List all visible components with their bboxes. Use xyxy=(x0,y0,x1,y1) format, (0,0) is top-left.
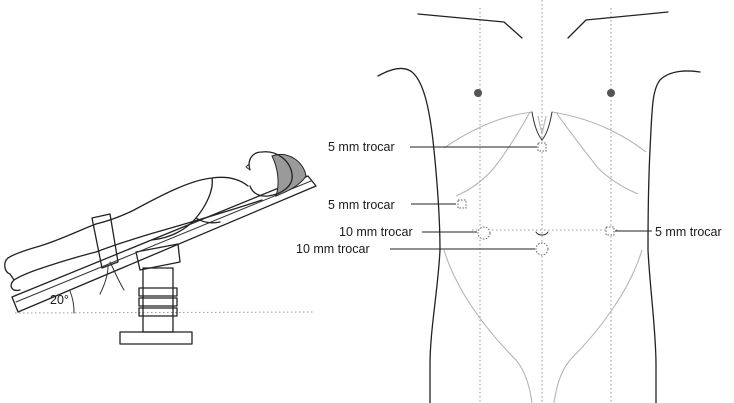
torso-right-outline xyxy=(647,70,701,403)
leg-strap-tail xyxy=(99,261,125,295)
floor-reference-line xyxy=(14,311,316,314)
table-base xyxy=(119,331,193,345)
tilt-angle-label: 20° xyxy=(50,293,69,307)
xiphoid xyxy=(531,111,553,141)
trocar-label-3: 10 mm trocar xyxy=(339,225,413,239)
trocar-port-right xyxy=(605,226,615,236)
trocar-label-1: 5 mm trocar xyxy=(328,140,395,154)
trocar-port-left-10mm xyxy=(477,226,491,240)
trocar-port-umbilical-10mm xyxy=(535,242,549,256)
patient-torso xyxy=(95,176,249,225)
table-column-top xyxy=(135,243,181,271)
xiphoid-shade xyxy=(537,115,547,135)
right-hip-line xyxy=(553,249,643,403)
patient-positioning-illustration: 20° xyxy=(4,151,317,345)
torso-left-outline xyxy=(377,67,441,403)
table-column-ring-1 xyxy=(138,287,178,297)
patient-feet xyxy=(4,257,21,292)
table-column-ring-3 xyxy=(138,307,178,317)
table-column-ring-2 xyxy=(138,297,178,307)
trocar-label-4: 10 mm trocar xyxy=(296,242,370,256)
costal-arch-left xyxy=(455,111,531,197)
table-column xyxy=(142,267,174,333)
patient-back xyxy=(95,199,263,253)
costal-arch-right xyxy=(555,111,639,195)
trocar-port-epigastric xyxy=(537,142,547,152)
costal-margin xyxy=(443,111,647,153)
leg-strap xyxy=(91,213,119,269)
patient-head xyxy=(248,151,293,197)
tilt-angle-arc xyxy=(69,290,75,314)
trocar-label-5: 5 mm trocar xyxy=(655,225,722,239)
table-top xyxy=(11,175,317,313)
trocar-label-2: 5 mm trocar xyxy=(328,198,395,212)
right-nipple xyxy=(607,89,615,97)
trocar-port-left-upper xyxy=(457,199,467,209)
right-clavicle xyxy=(567,11,669,39)
patient-legs xyxy=(7,223,97,281)
abdomen-illustration: 5 mm trocar 5 mm trocar 10 mm trocar 10 … xyxy=(296,0,722,403)
patient-arm xyxy=(151,177,221,241)
patient-face xyxy=(245,163,251,171)
head-pad xyxy=(271,154,307,197)
left-nipple xyxy=(474,89,482,97)
left-hip-line xyxy=(443,249,533,403)
table-top-inner xyxy=(15,180,312,303)
left-clavicle xyxy=(417,13,523,39)
umbilicus xyxy=(535,231,549,236)
